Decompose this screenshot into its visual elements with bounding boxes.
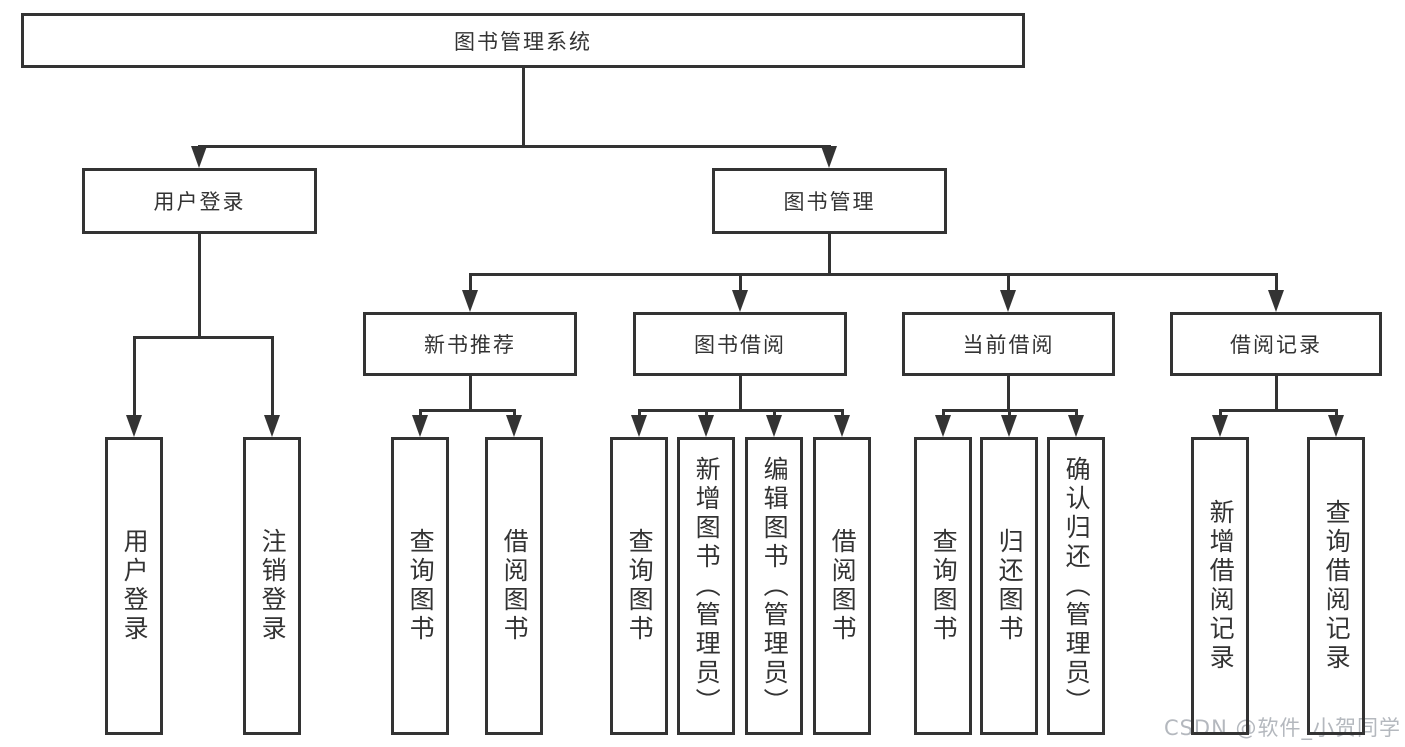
arrow-down-icon — [191, 146, 207, 168]
arrow-down-icon — [766, 415, 782, 437]
node-borrow-records-label: 借阅记录 — [1230, 333, 1322, 357]
node-book-borrow-label: 图书借阅 — [694, 333, 786, 357]
arrow-down-icon — [264, 415, 280, 437]
arrow-down-icon — [698, 415, 714, 437]
node-borrow-records: 借阅记录 — [1170, 312, 1382, 376]
node-root-label: 图书管理系统 — [454, 29, 592, 54]
node-root: 图书管理系统 — [21, 13, 1025, 68]
leaf-user-login: 用户登录 — [105, 437, 163, 735]
watermark: CSDN @软件_小贺同学 — [1163, 716, 1401, 740]
connector-branch — [468, 273, 1278, 276]
connector-branch — [132, 336, 274, 339]
arrow-down-icon — [1328, 415, 1344, 437]
leaf-bb-query-books: 查询图书 — [610, 437, 668, 735]
leaf-nr-borrow-books-label: 借阅图书 — [500, 528, 530, 644]
leaf-bb-add-books: 新增图书（管理员） — [677, 437, 735, 735]
leaf-cb-return-books: 归还图书 — [980, 437, 1038, 735]
connector-branch — [197, 145, 831, 148]
connector-arrow-shaft — [468, 273, 472, 296]
connector-stem — [1274, 376, 1278, 412]
arrow-down-icon — [412, 415, 428, 437]
leaf-br-query-record: 查询借阅记录 — [1307, 437, 1365, 735]
connector-stem — [521, 68, 525, 148]
arrow-down-icon — [462, 290, 478, 312]
connector-stem — [827, 234, 831, 276]
arrow-down-icon — [1001, 415, 1017, 437]
arrow-down-icon — [732, 290, 748, 312]
leaf-cb-query-books: 查询图书 — [914, 437, 972, 735]
leaf-nr-query-books-label: 查询图书 — [406, 528, 436, 644]
connector-stem — [738, 376, 742, 412]
connector-stem — [197, 234, 201, 339]
connector-arrow-shaft — [738, 273, 742, 296]
leaf-bb-borrow-books: 借阅图书 — [813, 437, 871, 735]
leaf-bb-edit-books-label: 编辑图书（管理员） — [760, 455, 790, 717]
leaf-logout: 注销登录 — [243, 437, 301, 735]
leaf-nr-query-books: 查询图书 — [391, 437, 449, 735]
arrow-down-icon — [821, 146, 837, 168]
arrow-down-icon — [1000, 290, 1016, 312]
leaf-cb-confirm-return: 确认归还（管理员） — [1047, 437, 1105, 735]
leaf-br-add-record-label: 新增借阅记录 — [1206, 499, 1236, 673]
leaf-cb-query-books-label: 查询图书 — [929, 528, 959, 644]
arrow-down-icon — [1212, 415, 1228, 437]
connector-arrow-shaft — [1006, 273, 1010, 296]
connector-arrow-shaft — [270, 336, 274, 421]
node-new-rec-label: 新书推荐 — [424, 333, 516, 357]
node-user-login-label: 用户登录 — [153, 190, 246, 214]
leaf-logout-label: 注销登录 — [258, 528, 288, 644]
connector-branch — [1218, 409, 1338, 412]
node-current-borrow-label: 当前借阅 — [962, 333, 1055, 357]
connector-branch — [418, 409, 516, 412]
node-user-login: 用户登录 — [82, 168, 317, 234]
leaf-bb-borrow-books-label: 借阅图书 — [828, 528, 858, 644]
connector-arrow-shaft — [132, 336, 136, 421]
arrow-down-icon — [935, 415, 951, 437]
leaf-cb-return-books-label: 归还图书 — [995, 528, 1025, 644]
leaf-nr-borrow-books: 借阅图书 — [485, 437, 543, 735]
leaf-br-query-record-label: 查询借阅记录 — [1322, 499, 1352, 673]
node-book-mgmt: 图书管理 — [712, 168, 947, 234]
leaf-user-login-label: 用户登录 — [120, 528, 150, 644]
leaf-bb-add-books-label: 新增图书（管理员） — [692, 455, 722, 717]
node-book-mgmt-label: 图书管理 — [783, 190, 876, 214]
node-current-borrow: 当前借阅 — [902, 312, 1115, 376]
connector-stem — [468, 376, 472, 412]
leaf-br-add-record: 新增借阅记录 — [1191, 437, 1249, 735]
leaf-bb-query-books-label: 查询图书 — [625, 528, 655, 644]
connector-arrow-shaft — [1274, 273, 1278, 296]
leaf-cb-confirm-return-label: 确认归还（管理员） — [1062, 455, 1092, 717]
arrow-down-icon — [834, 415, 850, 437]
leaf-bb-edit-books: 编辑图书（管理员） — [745, 437, 803, 735]
node-new-rec: 新书推荐 — [363, 312, 577, 376]
connector-stem — [1006, 376, 1010, 412]
arrow-down-icon — [1268, 290, 1284, 312]
node-book-borrow: 图书借阅 — [633, 312, 847, 376]
arrow-down-icon — [126, 415, 142, 437]
arrow-down-icon — [506, 415, 522, 437]
arrow-down-icon — [1068, 415, 1084, 437]
arrow-down-icon — [631, 415, 647, 437]
connector-branch — [637, 409, 844, 412]
